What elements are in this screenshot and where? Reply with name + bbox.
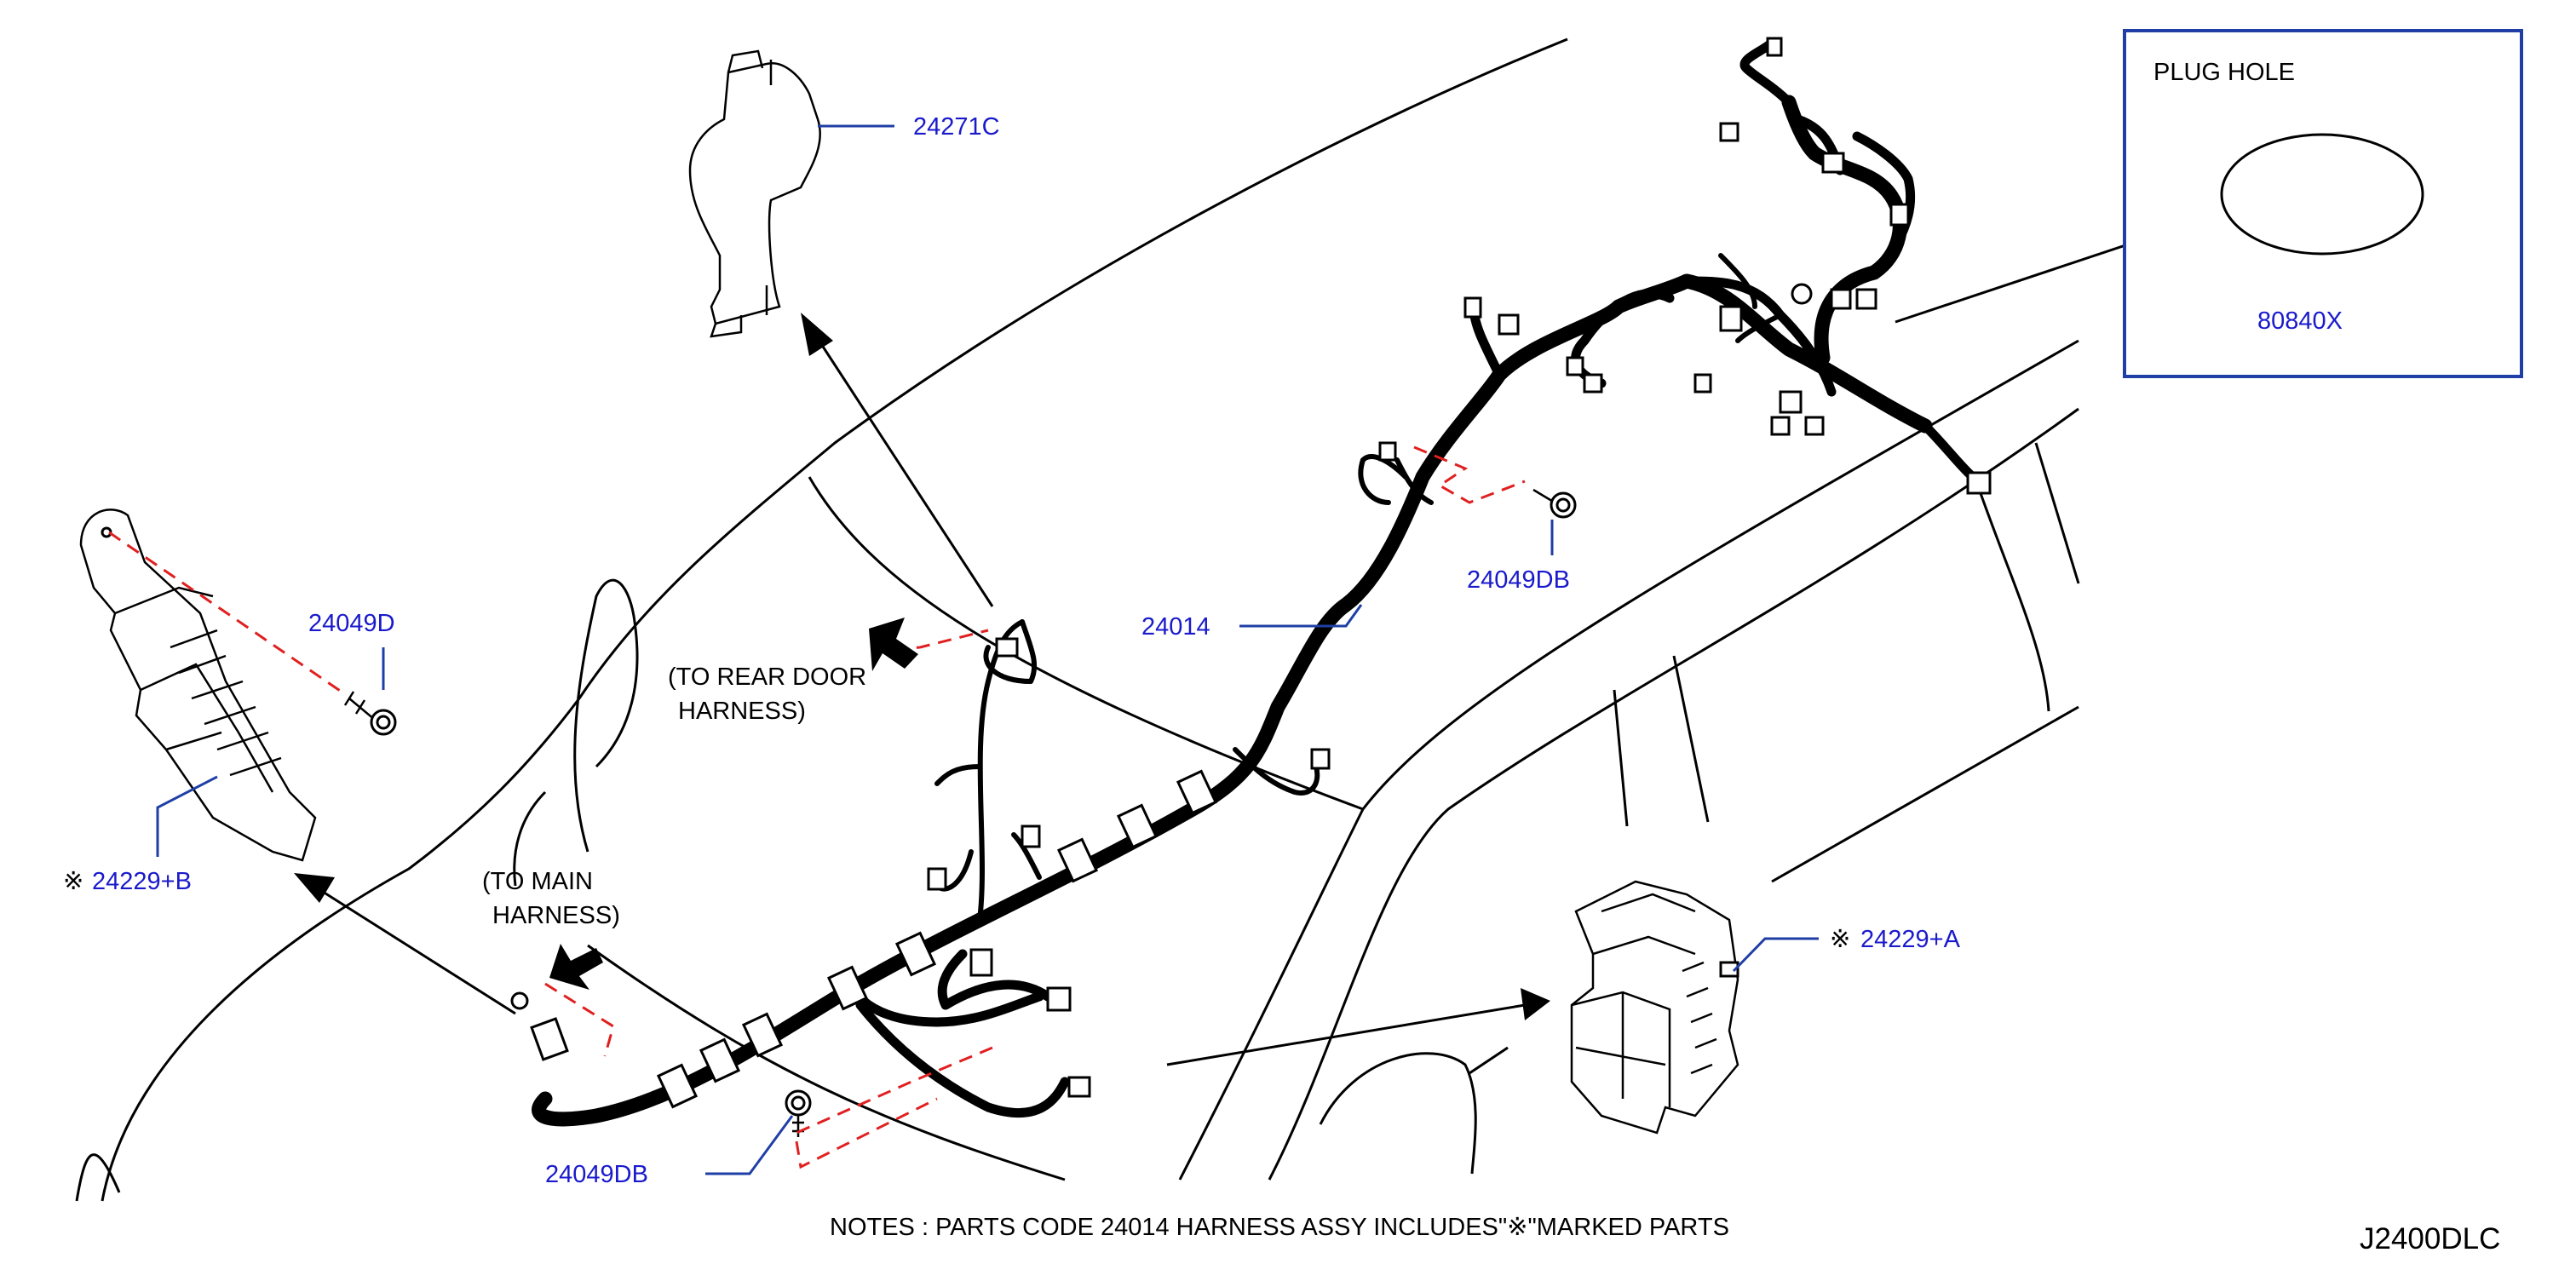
part-number-24014[interactable]: 24014 (1141, 613, 1210, 641)
hidden-lines (108, 445, 1526, 1169)
clip-24049DB-bottom (785, 1089, 812, 1137)
part-number-80840X[interactable]: 80840X (2257, 307, 2343, 335)
label-to-rear-door-line2: HARNESS) (678, 698, 806, 725)
part-number-24229B[interactable]: 24229+B (92, 868, 192, 895)
inset-title: PLUG HOLE (2153, 59, 2295, 86)
plug-hole-inset: PLUG HOLE 80840X (2123, 29, 2523, 378)
part-number-24049DB-top[interactable]: 24049DB (1467, 566, 1570, 594)
part-number-24049DB-bottom[interactable]: 24049DB (545, 1161, 648, 1188)
label-to-main-line1: (TO MAIN (482, 868, 593, 895)
label-to-main-line2: HARNESS) (492, 902, 620, 929)
part-number-24049D[interactable]: 24049D (308, 610, 395, 637)
part-number-24271C[interactable]: 24271C (913, 113, 1000, 141)
harness-connectors (510, 37, 1992, 1109)
vehicle-body-outline (75, 37, 2080, 1202)
clip-24049DB-top (1532, 488, 1577, 519)
plug-hole-shape (2220, 133, 2424, 256)
bracket-24271C (688, 49, 821, 338)
marked-symbol-b: ※ (63, 868, 83, 895)
part-labels: 24271C 24014 24049DB 24049D ※ 24229+B 24… (63, 113, 2500, 1255)
label-to-rear-door-line1: (TO REAR DOOR (668, 664, 866, 691)
clip-24049D (343, 691, 397, 736)
diagram-code: J2400DLC (2360, 1222, 2500, 1255)
leader-lines (156, 124, 2324, 1175)
callout-arrows (294, 213, 2202, 1066)
marked-symbol-a: ※ (1830, 926, 1850, 953)
relay-box-24229A (1570, 880, 1739, 1135)
notes-text: NOTES : PARTS CODE 24014 HARNESS ASSY IN… (830, 1214, 1729, 1241)
main-harness-24014 (532, 37, 1990, 1127)
part-number-24229A[interactable]: 24229+A (1860, 926, 1961, 953)
relay-bracket-24229B (79, 508, 317, 862)
